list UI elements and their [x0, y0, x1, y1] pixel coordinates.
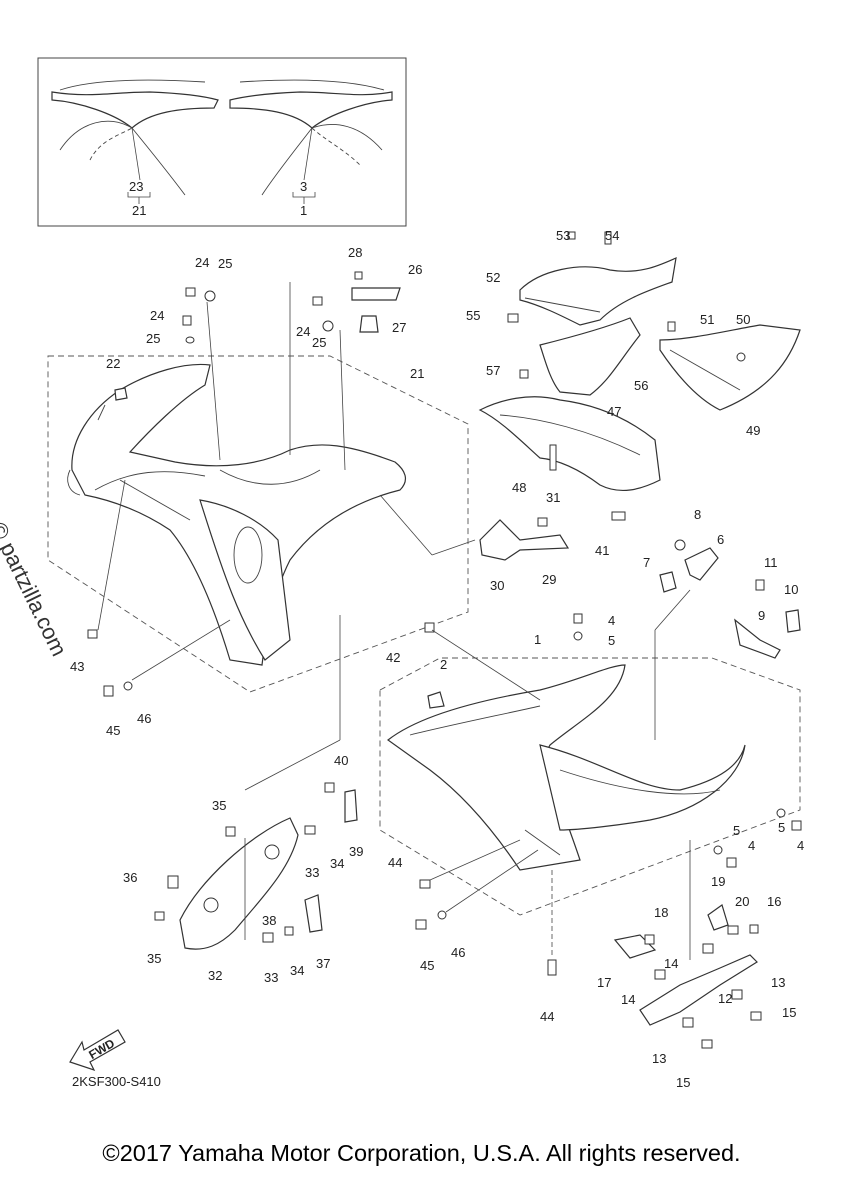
callout: 25: [218, 256, 232, 271]
callout: 21: [410, 366, 424, 381]
callout: 13: [652, 1051, 666, 1066]
callout: 4: [608, 613, 615, 628]
diagram-code: 2KSF300-S410: [72, 1074, 161, 1089]
callout: 38: [262, 913, 276, 928]
misc-fasteners: [87, 479, 802, 976]
callout-labels: 23 21 3 1 24 25 28 26 24 25 24 25 27 22 …: [70, 179, 804, 1090]
callout: 20: [735, 894, 749, 909]
lower-cowling-part-1: [386, 613, 746, 871]
callout: 15: [676, 1075, 690, 1090]
callout: 12: [718, 991, 732, 1006]
callout: 7: [643, 555, 650, 570]
callout: 4: [797, 838, 804, 853]
callout: 37: [316, 956, 330, 971]
callout: 10: [784, 582, 798, 597]
callout: 15: [782, 1005, 796, 1020]
callout: 11: [764, 555, 778, 570]
group-outline-21: [47, 355, 469, 693]
callout: 23: [129, 179, 143, 194]
bracket-parts: [379, 494, 801, 740]
air-duct-parts: [478, 231, 801, 521]
callout: 48: [512, 480, 526, 495]
callout: 13: [771, 975, 785, 990]
callout: 25: [146, 331, 160, 346]
callout: 46: [451, 945, 465, 960]
callout: 46: [137, 711, 151, 726]
callout: 30: [490, 578, 504, 593]
callout: 56: [634, 378, 648, 393]
callout: 44: [388, 855, 402, 870]
fasteners-top-left: [114, 271, 401, 471]
callout: 17: [597, 975, 611, 990]
callout: 33: [305, 865, 319, 880]
callout: 52: [486, 270, 500, 285]
callout: 1: [300, 203, 307, 218]
callout: 31: [546, 490, 560, 505]
callout: 6: [717, 532, 724, 547]
callout: 57: [486, 363, 500, 378]
lower-bracket-part-12: [613, 840, 762, 1049]
forward-arrow-icon: FWD: [69, 1029, 126, 1072]
callout: 34: [290, 963, 304, 978]
callout: 34: [330, 856, 344, 871]
inset-panel: [37, 57, 407, 227]
callout: 50: [736, 312, 750, 327]
group-outline-1: [379, 657, 801, 916]
callout: 24: [150, 308, 164, 323]
callout: 29: [542, 572, 556, 587]
callout: 5: [733, 823, 740, 838]
callout: 35: [147, 951, 161, 966]
callout: 40: [334, 753, 348, 768]
callout: 25: [312, 335, 326, 350]
callout: 47: [607, 404, 621, 419]
callout: 49: [746, 423, 760, 438]
callout: 41: [595, 543, 609, 558]
callout: 26: [408, 262, 422, 277]
callout: 5: [778, 820, 785, 835]
callout: 22: [106, 356, 120, 371]
callout: 19: [711, 874, 725, 889]
callout: 55: [466, 308, 480, 323]
callout: 54: [605, 228, 619, 243]
callout: 8: [694, 507, 701, 522]
callout: 14: [664, 956, 678, 971]
callout: 51: [700, 312, 714, 327]
callout: 24: [296, 324, 310, 339]
callout: 9: [758, 608, 765, 623]
callout: 32: [208, 968, 222, 983]
callout: 42: [386, 650, 400, 665]
callout: 3: [300, 179, 307, 194]
callout: 35: [212, 798, 226, 813]
callout: 2: [440, 657, 447, 672]
callout: 39: [349, 844, 363, 859]
callout: 16: [767, 894, 781, 909]
callout: 33: [264, 970, 278, 985]
callout: 24: [195, 255, 209, 270]
callout: 44: [540, 1009, 554, 1024]
callout: 4: [748, 838, 755, 853]
callout: 45: [420, 958, 434, 973]
callout: 45: [106, 723, 120, 738]
callout: 43: [70, 659, 84, 674]
callout: 1: [534, 632, 541, 647]
callout: 18: [654, 905, 668, 920]
callout: 28: [348, 245, 362, 260]
callout: 27: [392, 320, 406, 335]
callout: 14: [621, 992, 635, 1007]
upper-cowling-part-21: [67, 363, 407, 666]
callout: 53: [556, 228, 570, 243]
callout: 36: [123, 870, 137, 885]
copyright-notice: ©2017 Yamaha Motor Corporation, U.S.A. A…: [102, 1140, 741, 1166]
callout: 21: [132, 203, 146, 218]
side-panel-part-32: [154, 615, 358, 950]
callout: 5: [608, 633, 615, 648]
